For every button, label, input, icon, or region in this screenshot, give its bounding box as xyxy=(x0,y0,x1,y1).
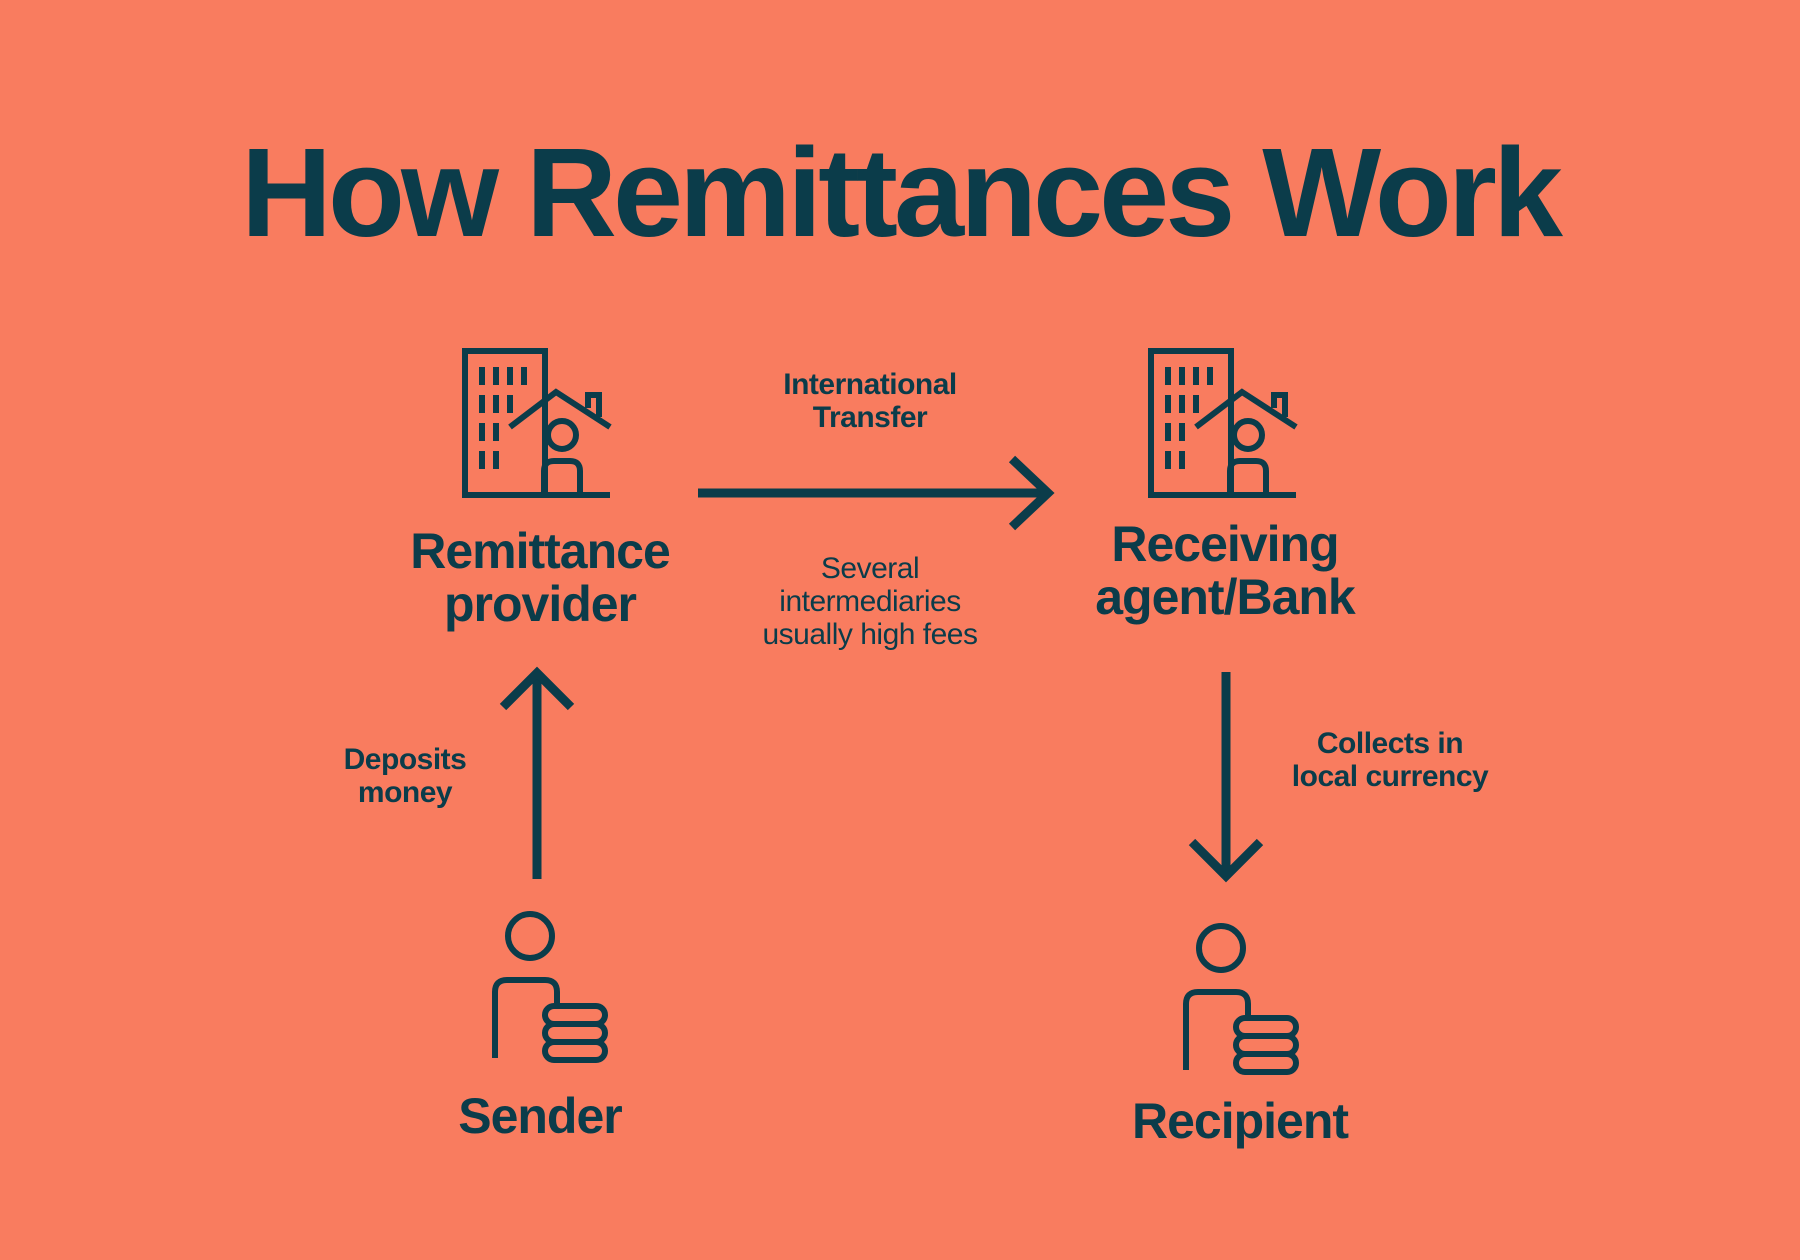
deposit-label-line1: Deposits xyxy=(343,743,467,776)
provider-label: Remittance provider xyxy=(340,525,740,630)
transfer-arrow xyxy=(698,455,1055,531)
transfer-label-line1: International xyxy=(783,368,957,401)
deposit-arrow xyxy=(499,666,575,879)
provider-building-icon xyxy=(462,348,612,498)
transfer-note-line2: intermediaries xyxy=(779,585,961,618)
transfer-label: International Transfer xyxy=(720,368,1020,434)
deposit-label-line2: money xyxy=(357,776,453,809)
sender-label: Sender xyxy=(458,1088,623,1144)
receiver-label-line2: agent/Bank xyxy=(1095,568,1356,625)
transfer-note-line1: Several xyxy=(820,552,920,585)
transfer-note: Several intermediaries usually high fees xyxy=(720,552,1020,651)
collect-label: Collects in local currency xyxy=(1260,727,1520,793)
recipient-person-coins-icon xyxy=(1183,923,1299,1075)
recipient-label: Recipient xyxy=(1131,1093,1349,1149)
provider-label-line2: provider xyxy=(443,575,637,632)
collect-arrow xyxy=(1188,672,1264,883)
collect-label-line1: Collects in xyxy=(1316,727,1464,760)
sender-person-coins-icon xyxy=(492,911,608,1063)
transfer-label-line2: Transfer xyxy=(812,401,928,434)
receiver-label: Receiving agent/Bank xyxy=(1025,518,1425,623)
receiver-building-icon xyxy=(1148,348,1298,498)
collect-label-line2: local currency xyxy=(1291,760,1489,793)
provider-label-line1: Remittance xyxy=(410,523,671,579)
deposit-label: Deposits money xyxy=(305,743,505,809)
transfer-note-line3: usually high fees xyxy=(762,618,978,651)
receiver-label-line1: Receiving xyxy=(1111,516,1339,572)
page-title: How Remittances Work xyxy=(241,122,1563,263)
